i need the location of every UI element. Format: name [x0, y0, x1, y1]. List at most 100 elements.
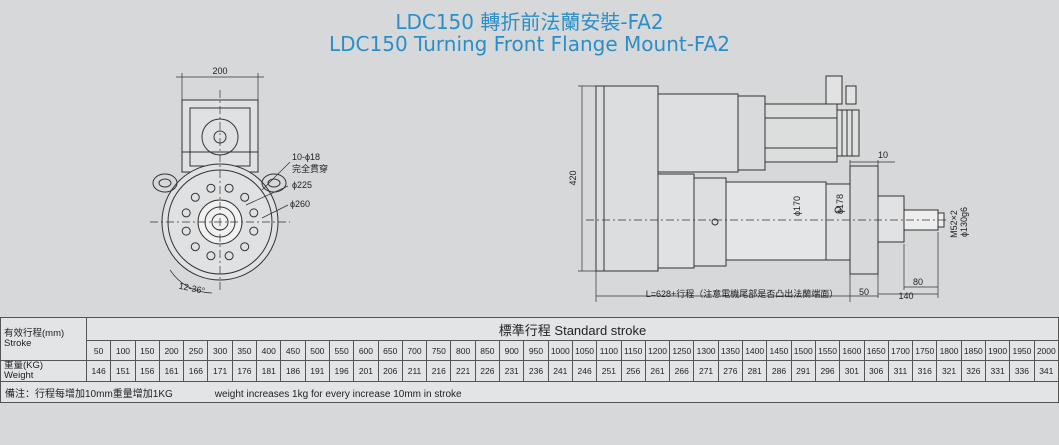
- weight-cell: 336: [1009, 360, 1035, 382]
- stroke-cell: 1650: [863, 340, 889, 361]
- dia-260-label: ϕ260: [290, 199, 310, 209]
- weight-cell: 326: [960, 360, 986, 382]
- note-row: 備注：行程每增加10mm重量增加1KG weight increases 1kg …: [0, 381, 1059, 403]
- weight-cell: 226: [474, 360, 501, 382]
- bolt-hole: [206, 183, 216, 193]
- weight-cell: 261: [644, 360, 671, 382]
- weight-cell: 176: [231, 360, 258, 382]
- weight-cell: 221: [450, 360, 476, 382]
- weight-cell: 156: [134, 360, 160, 382]
- weight-cell: 246: [571, 360, 598, 382]
- weight-cell: 206: [377, 360, 403, 382]
- weight-cell: 191: [304, 360, 330, 382]
- stroke-cell: 100: [110, 340, 136, 361]
- weight-cell: 306: [863, 360, 889, 382]
- stroke-cell: 500: [304, 340, 330, 361]
- stroke-cell: 450: [280, 340, 306, 361]
- dim-140-label: 140: [898, 291, 913, 301]
- weight-cell: 341: [1033, 360, 1059, 382]
- bolt-hole: [240, 242, 250, 252]
- weight-cell: 331: [984, 360, 1011, 382]
- stroke-cell: 400: [256, 340, 282, 361]
- bolt-hole: [190, 192, 200, 202]
- weight-cell: 251: [596, 360, 622, 382]
- weight-header-en: Weight: [4, 370, 34, 381]
- side-view-drawing: [578, 75, 948, 302]
- weight-cell: 216: [426, 360, 452, 382]
- stroke-cell: 600: [353, 340, 379, 361]
- dim-50-label: 50: [859, 287, 869, 297]
- dia-225-label: ϕ225: [292, 180, 312, 190]
- weight-header-cn: 重量(KG): [4, 360, 44, 371]
- stroke-cell: 1850: [960, 340, 986, 361]
- stroke-cell: 1000: [547, 340, 573, 361]
- dia-170-label: ϕ170: [792, 196, 802, 216]
- weight-cell: 256: [620, 360, 646, 382]
- stroke-cell: 1400: [742, 340, 768, 361]
- stroke-cell: 1350: [717, 340, 744, 361]
- title-english: LDC150 Turning Front Flange Mount-FA2: [329, 32, 730, 56]
- stroke-cell: 950: [523, 340, 549, 361]
- stroke-cell: 50: [85, 340, 112, 361]
- dia-178-label: ϕ178: [835, 194, 845, 214]
- bolt-hole: [249, 226, 259, 236]
- stroke-cell: 350: [231, 340, 258, 361]
- angle-label: 12-36°: [178, 281, 207, 296]
- title-chinese: LDC150 轉折前法蘭安裝-FA2: [395, 10, 664, 34]
- stroke-cell: 650: [377, 340, 403, 361]
- stroke-cell: 300: [207, 340, 233, 361]
- weight-cell: 321: [936, 360, 962, 382]
- stroke-cell: 2000: [1033, 340, 1059, 361]
- weight-cell: 196: [328, 360, 355, 382]
- dim-width-200: 200: [212, 66, 227, 76]
- stroke-cell: 1900: [984, 340, 1011, 361]
- weight-cell: 276: [717, 360, 744, 382]
- technical-drawing: 200 10-ϕ18 完全貫穿 ϕ225 ϕ260 12-36° 420 10 …: [150, 66, 969, 302]
- weight-cell: 186: [280, 360, 306, 382]
- thread-label: M52×2: [949, 210, 959, 238]
- weight-cell: 166: [183, 360, 209, 382]
- weight-cell: 286: [766, 360, 792, 382]
- stroke-cell: 1950: [1009, 340, 1035, 361]
- weight-cell: 236: [523, 360, 549, 382]
- stroke-header: 有效行程(mm) Stroke: [0, 317, 87, 361]
- stroke-cell: 550: [328, 340, 355, 361]
- bolt-hole: [224, 183, 234, 193]
- bolt-hole: [206, 251, 216, 261]
- stroke-cell: 1200: [644, 340, 671, 361]
- hole-note-through: 完全貫穿: [292, 163, 328, 174]
- standard-stroke-header: 標準行程 Standard stroke: [86, 317, 1059, 341]
- weight-cell: 301: [839, 360, 865, 382]
- dim-height-420: 420: [568, 170, 578, 185]
- bolt-hole: [224, 251, 234, 261]
- weight-cell: 281: [742, 360, 768, 382]
- stroke-cell: 1250: [669, 340, 695, 361]
- dia-130-label: ϕ130g6: [959, 207, 969, 237]
- weight-cell: 146: [85, 360, 112, 382]
- note-chinese: 備注：行程每增加10mm重量增加1KG: [5, 388, 173, 400]
- weight-cell: 231: [499, 360, 525, 382]
- weight-cell: 311: [887, 360, 914, 382]
- note-english: weight increases 1kg for every increase …: [214, 388, 462, 400]
- weight-cell: 151: [110, 360, 136, 382]
- stroke-cell: 1450: [766, 340, 792, 361]
- stroke-cell: 150: [134, 340, 160, 361]
- length-note: L=628+行程（注意電機尾部是否凸出法蘭端面）: [646, 288, 839, 299]
- stroke-cell: 1300: [693, 340, 719, 361]
- stroke-cell: 750: [426, 340, 452, 361]
- dim-80-label: 80: [913, 277, 923, 287]
- weight-cell: 161: [158, 360, 185, 382]
- stroke-cell: 1050: [571, 340, 598, 361]
- stroke-cell: 1750: [912, 340, 938, 361]
- bolt-hole: [190, 242, 200, 252]
- stroke-cell: 1100: [596, 340, 622, 361]
- bolt-hole: [181, 226, 191, 236]
- stroke-cell: 1550: [814, 340, 841, 361]
- stroke-cell: 250: [183, 340, 209, 361]
- stroke-header-cn: 有效行程(mm): [4, 328, 65, 339]
- stroke-cell: 1600: [839, 340, 865, 361]
- weight-cell: 181: [256, 360, 282, 382]
- weight-cell: 296: [814, 360, 841, 382]
